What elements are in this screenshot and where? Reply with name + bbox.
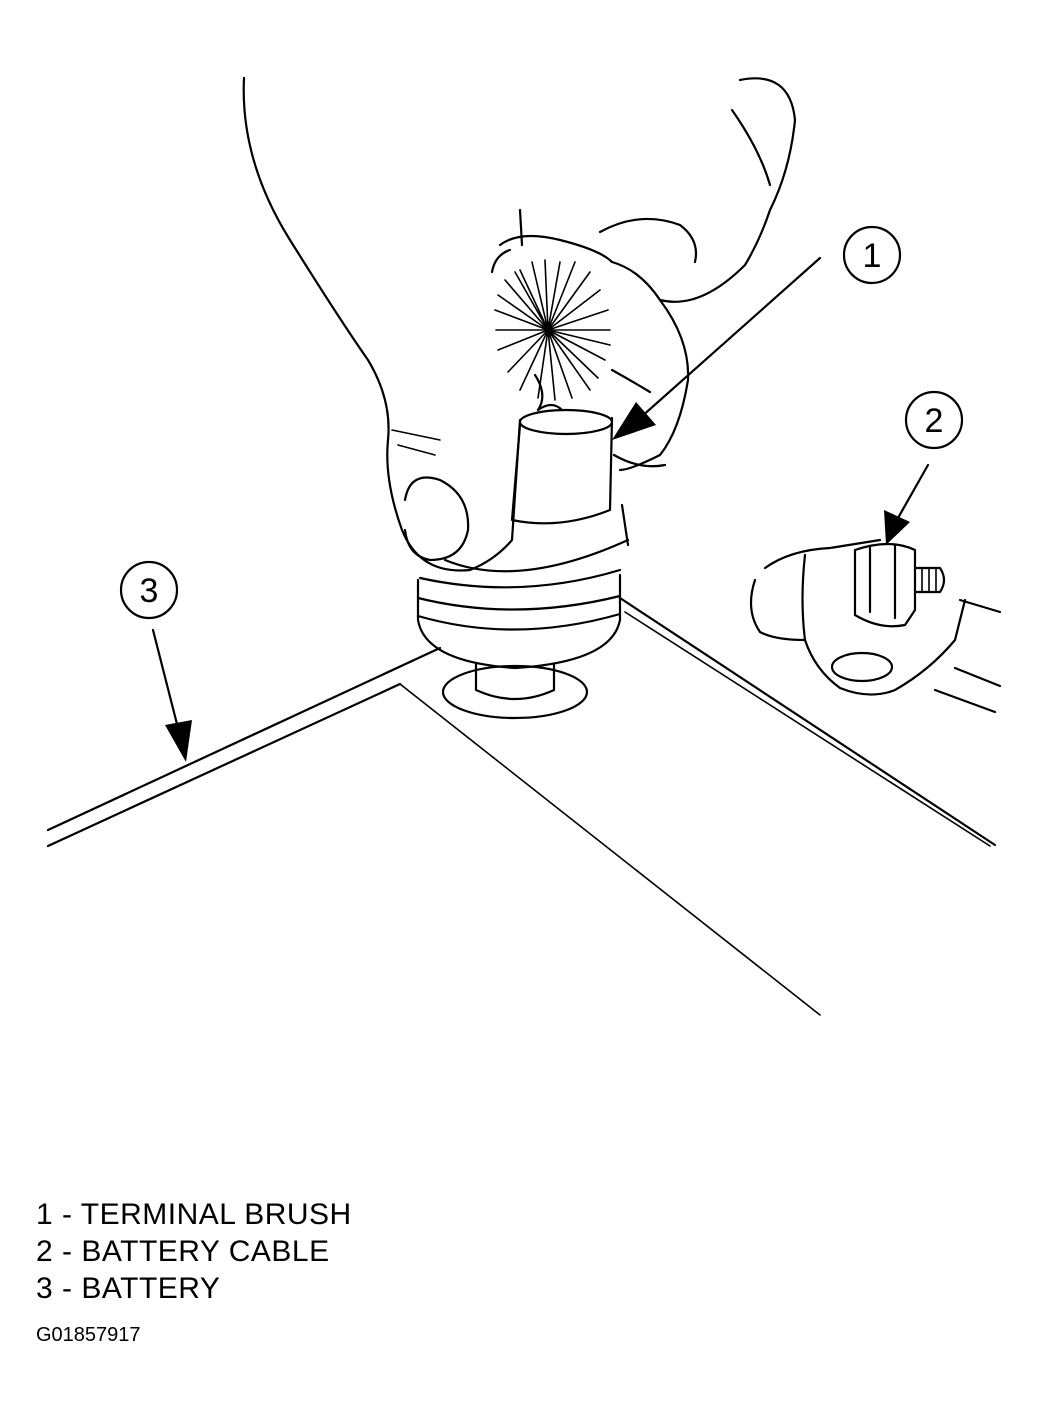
battery-outline <box>46 596 997 1016</box>
callout-1: 1 <box>612 225 902 440</box>
terminal-brush <box>416 259 630 670</box>
battery-cable-terminal <box>749 538 1002 714</box>
battery-post <box>441 662 589 720</box>
hand <box>242 76 797 572</box>
brush-bristles <box>494 259 611 412</box>
legend-item-battery-cable: 2 - BATTERY CABLE <box>36 1235 330 1268</box>
callout-2: 2 <box>884 390 964 545</box>
callout-3-arrowhead <box>165 720 192 762</box>
callout-1-arrowhead <box>612 402 656 440</box>
figure-id: G01857917 <box>36 1324 141 1346</box>
callout-1-number: 1 <box>863 237 882 275</box>
legend: 1 - TERMINAL BRUSH 2 - BATTERY CABLE 3 -… <box>36 1196 352 1307</box>
legend-item-battery: 3 - BATTERY <box>36 1272 221 1305</box>
callout-3: 3 <box>119 560 192 762</box>
legend-item-terminal-brush: 1 - TERMINAL BRUSH <box>36 1198 352 1231</box>
callout-2-number: 2 <box>925 402 944 440</box>
callout-2-arrowhead <box>884 510 910 545</box>
callout-3-number: 3 <box>140 572 159 610</box>
